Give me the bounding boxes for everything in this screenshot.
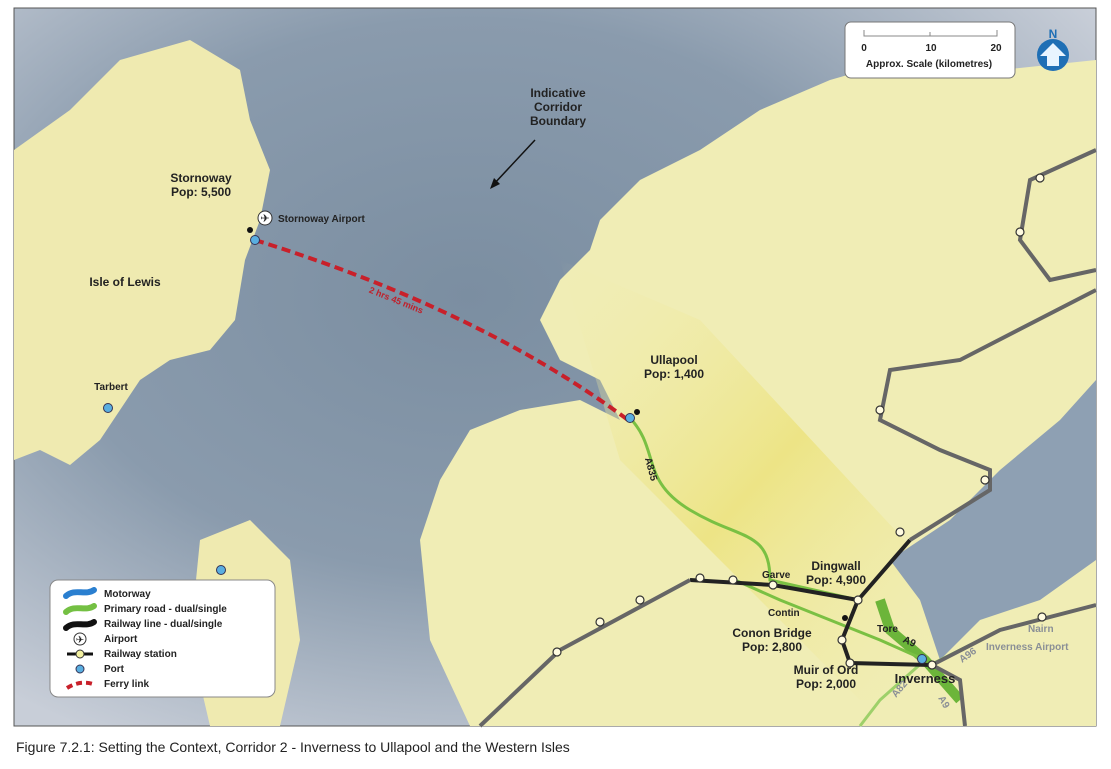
scale-label: Approx. Scale (kilometres) — [866, 59, 992, 70]
road-a82 — [858, 658, 926, 727]
dingwall-pop: Pop: 4,900 — [806, 573, 866, 587]
firth — [890, 380, 1096, 660]
legend-port: Port — [104, 664, 125, 675]
figure-caption: Figure 7.2.1: Setting the Context, Corri… — [16, 739, 570, 755]
north-label: N — [1049, 27, 1058, 41]
conon-bridge-label: Conon Bridge — [732, 626, 812, 640]
legend-railway-line: Railway line - dual/single — [104, 619, 223, 630]
motorway-icon — [63, 587, 97, 599]
ullapool-pop: Pop: 1,400 — [644, 367, 704, 381]
conon-bridge-pop: Pop: 2,800 — [742, 640, 802, 654]
a9-label: A9 — [901, 634, 918, 650]
stornoway-marker — [247, 227, 253, 233]
road-a9 — [875, 598, 964, 704]
ports — [103, 235, 927, 664]
isle-of-lewis-label: Isle of Lewis — [89, 275, 161, 289]
arrow-head-icon — [490, 178, 500, 189]
ullapool-marker — [634, 409, 640, 415]
legend-motorway: Motorway — [104, 589, 151, 600]
port-icon — [75, 664, 85, 674]
dingwall-label: Dingwall — [811, 559, 860, 573]
corridor-band — [560, 260, 960, 700]
legend-primary-road: Primary road - dual/single — [104, 604, 227, 615]
isle-of-lewis-land — [14, 40, 270, 465]
road-contin — [734, 578, 926, 662]
legend-airport: Airport — [104, 634, 138, 645]
stornoway-pop: Pop: 5,500 — [171, 185, 231, 199]
svg-text:✈: ✈ — [76, 635, 84, 646]
tore-label: Tore — [877, 624, 898, 635]
railway-stations — [552, 173, 1047, 670]
corridor-label-3: Boundary — [530, 114, 586, 128]
garve-label: Garve — [762, 570, 791, 581]
conon-bridge-marker — [842, 615, 848, 621]
legend-railway-station: Railway station — [104, 649, 177, 660]
airport-icon: ✈ — [257, 210, 273, 226]
contin-label: Contin — [768, 608, 800, 619]
primary-road-icon — [63, 603, 97, 615]
svg-text:✈: ✈ — [260, 213, 269, 225]
scale-bar — [844, 21, 1016, 79]
scale-tick-0: 0 — [861, 43, 867, 54]
north-arrow-icon — [1037, 39, 1069, 71]
scale-tick-10: 10 — [925, 43, 937, 54]
inverness-airport-label: Inverness Airport — [986, 642, 1069, 653]
corridor-label-1: Indicative — [530, 86, 586, 100]
road-a835 — [628, 416, 859, 602]
ferry-link-icon — [65, 680, 94, 690]
ullapool-label: Ullapool — [650, 353, 697, 367]
stornoway-airport-label: Stornoway Airport — [278, 214, 366, 225]
inverness-label: Inverness — [895, 671, 956, 686]
muir-of-ord-pop: Pop: 2,000 — [796, 677, 856, 691]
muir-of-ord-label: Muir of Ord — [794, 663, 859, 677]
stornoway-label: Stornoway — [170, 171, 232, 185]
railway-station-icon — [67, 649, 93, 659]
rail-east — [877, 148, 1097, 727]
corridor-arrow — [492, 139, 536, 186]
airport-icon: ✈ — [73, 632, 87, 646]
nairn-label: Nairn — [1028, 624, 1054, 635]
tarbert-label: Tarbert — [94, 382, 128, 393]
legend — [49, 579, 276, 698]
ferry-link — [254, 238, 630, 422]
corridor-label-2: Corridor — [534, 100, 582, 114]
legend-ferry-link: Ferry link — [104, 679, 149, 690]
scale-tick-20: 20 — [990, 43, 1002, 54]
railway-line-icon — [63, 619, 97, 631]
